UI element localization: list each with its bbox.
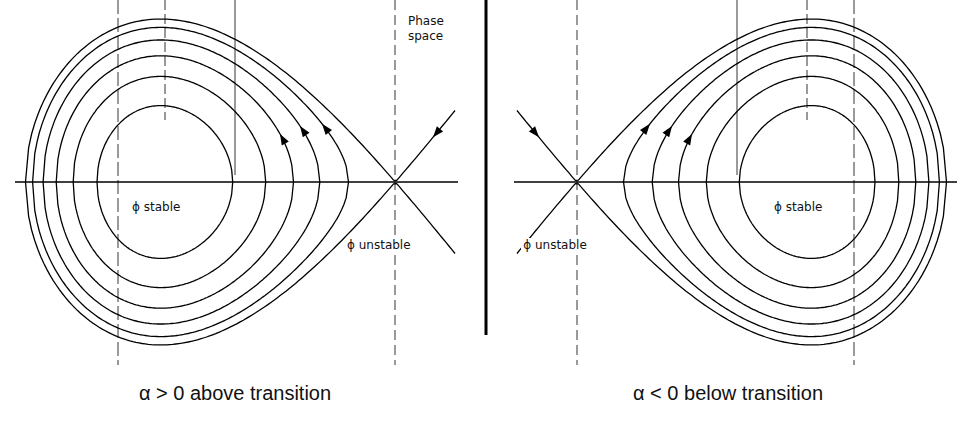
bucket-above-transition [15,0,458,365]
reference-line [235,0,236,175]
phase-orbit [26,182,456,345]
reference-line [395,0,396,365]
plot-label: ϕ stable [772,200,824,214]
plot-label: ϕ unstable [345,238,413,252]
phase-axis [15,181,458,182]
phase-orbit [517,19,947,182]
caption: α < 0 below transition [633,382,823,405]
phase-axis [514,181,957,182]
phase-orbit [517,182,947,345]
flow-arrow [663,126,673,137]
bucket-below-transition [514,0,957,365]
reference-line [165,0,166,120]
flow-arrow [640,124,650,135]
plot-label: ϕ unstable [521,238,589,252]
flow-arrow [322,124,332,135]
flow-arrow [529,126,539,137]
caption: α > 0 above transition [139,382,331,405]
reference-line [807,0,808,120]
reference-line [854,0,855,365]
phase-orbit [26,19,456,182]
divider-line [485,0,488,335]
flow-arrow [433,126,443,137]
plot-label: ϕ stable [130,200,182,214]
flow-arrow [300,126,310,137]
plot-label: Phase space [408,14,458,44]
flow-arrow [683,134,692,146]
flow-arrow [280,134,289,146]
reference-line [118,0,119,365]
reference-line [577,0,578,365]
reference-line [737,0,738,175]
